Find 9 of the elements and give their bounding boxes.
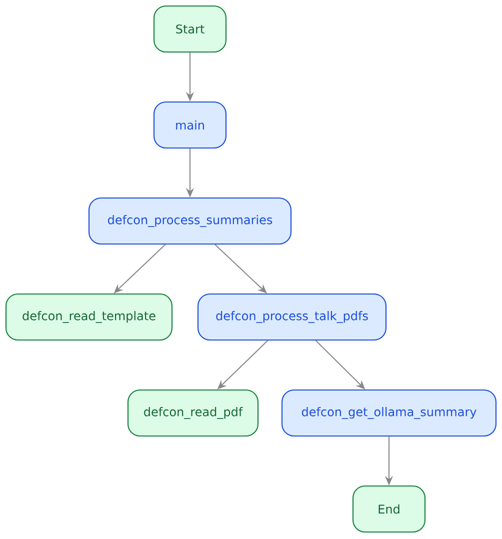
terminal-box: Start — [153, 5, 227, 53]
terminal-box: End — [352, 485, 426, 533]
arrow — [214, 244, 267, 294]
process-box: defcon_process_summaries — [88, 197, 292, 245]
terminal-box: defcon_read_template — [5, 293, 173, 341]
terminal-box: defcon_read_pdf — [127, 389, 259, 437]
process-box: defcon_get_ollama_summary — [281, 389, 497, 437]
process-box: main — [153, 101, 227, 149]
process-box: defcon_process_talk_pdfs — [197, 293, 387, 341]
